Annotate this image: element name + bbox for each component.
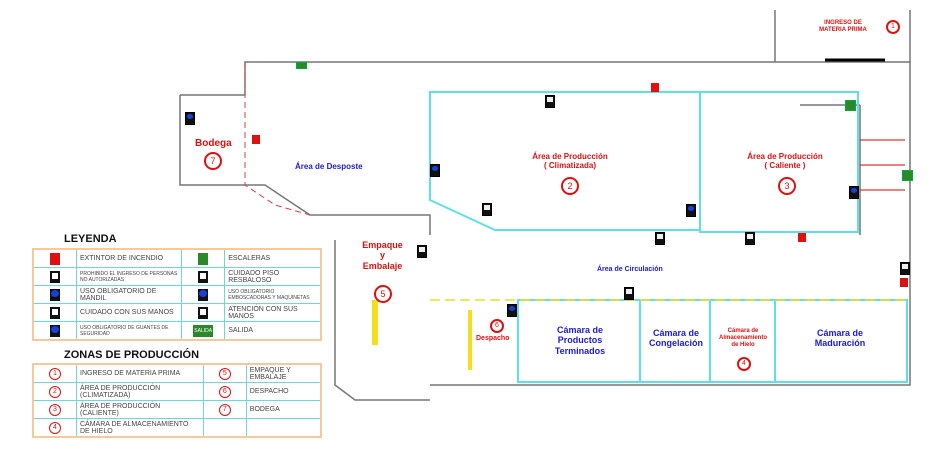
caution-sign-icon (624, 287, 634, 300)
zone-text (245, 418, 322, 438)
label-circulacion: Área de Circulación (597, 266, 663, 273)
exit-sign-icon (902, 170, 913, 181)
caution-sign-icon (655, 232, 665, 245)
zone-text: BODEGA (245, 400, 322, 419)
caution-sign-icon (900, 262, 910, 275)
label-climatizada: Área de Producción( Climatizada) (532, 152, 608, 171)
zone-badge: 7 (218, 403, 231, 416)
zone-badge: 3 (49, 403, 61, 416)
zone-number-3: 3 (778, 177, 796, 195)
legend-row: EXTINTOR DE INCENDIO ESCALERAS (32, 248, 322, 268)
zone-row: 4 CÁMARA DE ALMACENAMIENTO DE HIELO (32, 418, 322, 438)
zone-number-7: 7 (204, 152, 222, 170)
zone-number-5: 5 (374, 285, 392, 303)
caution-sign-icon (545, 95, 555, 108)
legend-row: USO OBLIGATORIO DE GUANTES DE SEGURIDAD S… (32, 321, 322, 341)
zone-badge: 4 (49, 421, 61, 434)
zone-number-6: 6 (490, 319, 504, 333)
zones-title: ZONAS DE PRODUCCIÓN (64, 349, 200, 361)
zone-number-4: 4 (737, 357, 751, 371)
mandil-icon (50, 288, 60, 301)
gloves-icon (50, 324, 60, 337)
exit-sign-icon (296, 62, 307, 69)
mandil-sign-icon (185, 112, 195, 125)
legend-text: USO OBLIGATORIO EMBOSCADORAS Y MAQUINETA… (224, 285, 322, 304)
machinery-icon (198, 288, 209, 301)
legend-text: USO OBLIGATORIO DE GUANTES DE SEGURIDAD (75, 321, 183, 341)
zone-number-2: 2 (561, 177, 579, 195)
exit-icon: SALIDA (193, 324, 214, 337)
extinguisher-icon (798, 233, 806, 242)
outer-wall (180, 61, 911, 386)
gloves-sign-icon (686, 204, 696, 217)
legend-row: CUIDADO CON SUS MANOS ATENCIÓN CON SUS MA… (32, 303, 322, 322)
label-bodega: Bodega (195, 138, 232, 149)
label-caliente: Área de Producción( Caliente ) (747, 152, 823, 171)
caliente-wall (699, 91, 859, 233)
legend-row: USO OBLIGATORIO DE MANDIL USO OBLIGATORIO… (32, 285, 322, 304)
slippery-floor-icon (198, 270, 209, 283)
caution-sign-icon (417, 245, 427, 258)
extinguisher-icon (651, 83, 659, 92)
legend-text: PROHIBIDO EL INGRESO DE PERSONAS NO AUTO… (75, 267, 183, 286)
legend-text: EXTINTOR DE INCENDIO (75, 248, 183, 268)
zone-row: 1 INGRESO DE MATERIA PRIMA 5 EMPAQUE Y EMBA… (32, 363, 322, 383)
extinguisher-icon (900, 278, 908, 287)
stairs-icon (845, 100, 856, 111)
zone-row: 2 ÁREA DE PRODUCCIÓN (CLIMATIZADA) 6 DESPAC… (32, 382, 322, 401)
zone-badge: 5 (218, 367, 231, 380)
legend-text: ATENCIÓN CON SUS MANOS (224, 303, 322, 322)
label-despacho: Despacho (476, 335, 510, 342)
zones-table: 1 INGRESO DE MATERIA PRIMA 5 EMPAQUE Y EMBA… (32, 363, 322, 438)
legend-text: USO OBLIGATORIO DE MANDIL (75, 285, 183, 304)
legend-text: CUIDADO PISO RESBALOSO (224, 267, 322, 286)
mandil-sign-icon (430, 164, 440, 177)
zone-text: INGRESO DE MATERIA PRIMA (76, 363, 204, 383)
extinguisher-icon (252, 135, 260, 144)
caution-sign-icon (482, 203, 492, 216)
zone-row: 3 ÁREA DE PRODUCCIÓN (CALIENTE) 7 BODEGA (32, 400, 322, 419)
zone-number-1: 1 (886, 20, 900, 34)
mandil-sign-icon (849, 186, 859, 199)
zone-text: CÁMARA DE ALMACENAMIENTO DE HIELO (76, 418, 204, 438)
empaque-wall (334, 240, 430, 401)
no-entry-icon (50, 270, 60, 283)
stairs-icon (198, 252, 209, 265)
caution-sign-icon (745, 232, 755, 245)
zone-badge: 1 (49, 367, 61, 380)
legend-text: ESCALERAS (224, 248, 322, 268)
legend-table: EXTINTOR DE INCENDIO ESCALERAS PROHIBIDO … (32, 248, 322, 341)
zone-text: ÁREA DE PRODUCCIÓN (CALIENTE) (76, 400, 204, 419)
zone-badge: 6 (218, 385, 231, 398)
zone-text: EMPAQUE Y EMBALAJE (245, 363, 322, 383)
bodega-wall (179, 95, 431, 235)
climatizada-wall (429, 91, 701, 231)
zone-text: ÁREA DE PRODUCCIÓN (CLIMATIZADA) (76, 382, 204, 401)
extinguisher-icon (50, 252, 60, 265)
legend-title: LEYENDA (64, 233, 117, 245)
zone-text: DESPACHO (245, 382, 322, 401)
legend-text: CUIDADO CON SUS MANOS (75, 303, 183, 322)
mandil-sign-icon (507, 304, 517, 317)
legend-row: PROHIBIDO EL INGRESO DE PERSONAS NO AUTO… (32, 267, 322, 286)
legend-text: SALIDA (224, 321, 322, 341)
hands-caution-icon (50, 306, 60, 319)
zone-badge: 2 (49, 385, 61, 398)
label-desposte: Área de Desposte (295, 162, 363, 171)
hands-attention-icon (198, 306, 209, 319)
